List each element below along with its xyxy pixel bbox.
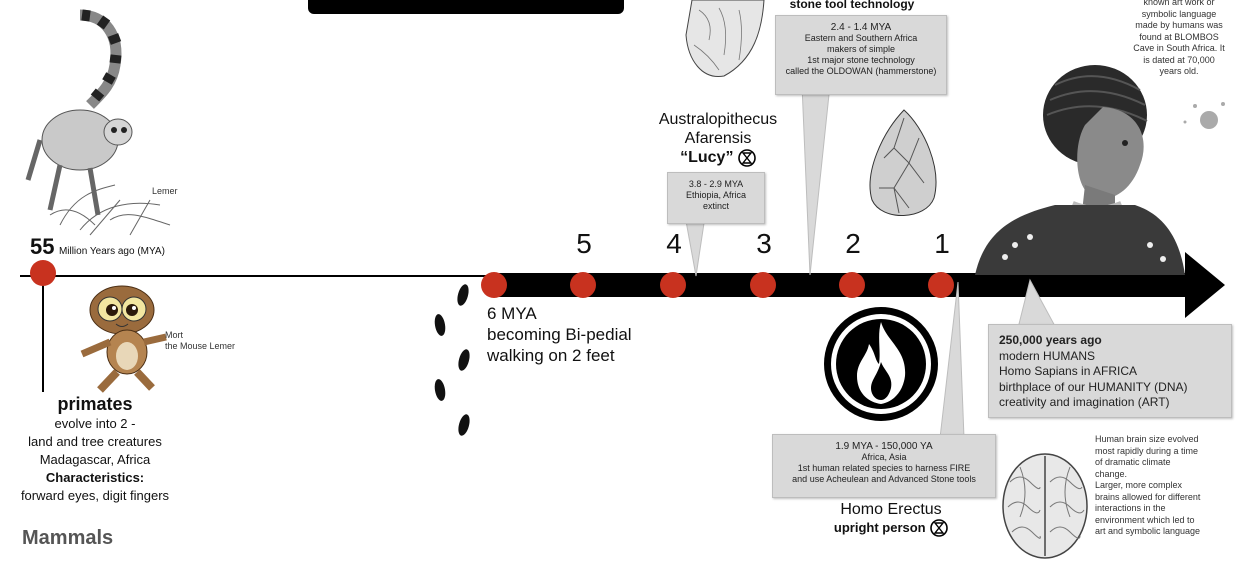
art-note-line: found at BLOMBOS <box>1114 32 1244 44</box>
erectus-name-row: upright person <box>812 519 970 537</box>
fire-callout-pointer <box>936 282 966 438</box>
humans-line: birthplace of our HUMANITY (DNA) <box>999 380 1231 396</box>
footprints-icon <box>428 280 478 450</box>
lucy-callout-line3: extinct <box>668 201 764 212</box>
art-note-line: is dated at 70,000 <box>1114 55 1244 67</box>
art-note: known art work or symbolic language made… <box>1114 0 1244 78</box>
oldowan-line3: makers of simple <box>776 44 946 55</box>
lucy-line2: Afarensis <box>640 129 796 148</box>
lemur-illustration <box>20 10 180 245</box>
brain-note-line: brains allowed for different <box>1095 492 1244 504</box>
milestone-3: 3 <box>751 228 777 260</box>
milestone-2: 2 <box>840 228 866 260</box>
timeline-dot-6 <box>481 272 507 298</box>
brain-note-line: art and symbolic language <box>1095 526 1244 538</box>
humans-line: modern HUMANS <box>999 349 1231 365</box>
primates-line: Madagascar, Africa <box>0 451 190 469</box>
characteristics-title: Characteristics: <box>0 469 190 487</box>
bipedal-block: 6 MYA becoming Bi-pedial walking on 2 fe… <box>487 303 632 366</box>
start-label: 55 Million Years ago (MYA) <box>30 234 165 260</box>
art-note-line: made by humans was <box>1114 20 1244 32</box>
oldowan-callout: 2.4 - 1.4 MYA Eastern and Southern Afric… <box>775 15 947 95</box>
bipedal-line2: becoming Bi-pedial <box>487 324 632 345</box>
bipedal-line1: 6 MYA <box>487 303 632 324</box>
art-note-line: known art work or <box>1114 0 1244 9</box>
lucy-callout-line2: Ethiopia, Africa <box>668 190 764 201</box>
lucy-name-row: “Lucy” <box>640 148 796 167</box>
timeline-dot-2 <box>839 272 865 298</box>
brain-note-line: most rapidly during a time <box>1095 446 1244 458</box>
lucy-callout: 3.8 - 2.9 MYA Ethiopia, Africa extinct <box>667 172 765 224</box>
erectus-line1: Homo Erectus <box>812 501 970 519</box>
milestone-1: 1 <box>929 228 955 260</box>
top-black-box <box>308 0 624 14</box>
fire-line3: 1st human related species to harness FIR… <box>773 463 995 474</box>
bipedal-line3: walking on 2 feet <box>487 345 632 366</box>
mort-label: Mort the Mouse Lemer <box>165 330 235 352</box>
paint-splatter <box>1175 90 1235 140</box>
humans-callout-pointer <box>1010 278 1060 328</box>
primates-line: land and tree creatures <box>0 433 190 451</box>
fire-line4: and use Acheulean and Advanced Stone too… <box>773 474 995 485</box>
lucy-block: Australopithecus Afarensis “Lucy” <box>640 110 796 167</box>
lucy-line1: Australopithecus <box>640 110 796 129</box>
oldowan-callout-pointer <box>800 85 832 280</box>
art-note-line: Cave in South Africa. It <box>1114 43 1244 55</box>
art-note-line: symbolic language <box>1114 9 1244 21</box>
extinct-icon <box>738 149 756 167</box>
milestone-5: 5 <box>571 228 597 260</box>
lucy-name: “Lucy” <box>680 149 733 166</box>
oldowan-line4: 1st major stone technology <box>776 55 946 66</box>
start-number: 55 <box>30 234 54 259</box>
extinct-icon <box>930 519 948 537</box>
brain-note: Human brain size evolved most rapidly du… <box>1095 434 1244 538</box>
handaxe-illustration <box>864 108 944 224</box>
start-unit: Million Years ago (MYA) <box>59 246 165 257</box>
stone-tool-title: stone tool technology <box>772 0 932 11</box>
fire-callout: 1.9 MYA - 150,000 YA Africa, Asia 1st hu… <box>772 434 996 498</box>
erectus-line2: upright person <box>834 520 926 535</box>
oldowan-line5: called the OLDOWAN (hammerstone) <box>776 66 946 77</box>
timeline-thin-line <box>20 275 490 277</box>
timeline-dot-55 <box>30 260 56 286</box>
primates-title: primates <box>0 394 190 415</box>
fire-line2: Africa, Asia <box>773 452 995 463</box>
brain-note-line: environment which led to <box>1095 515 1244 527</box>
humans-title: 250,000 years ago <box>999 333 1231 349</box>
brain-note-line: Human brain size evolved <box>1095 434 1244 446</box>
mort-label-line2: the Mouse Lemer <box>165 341 235 352</box>
brain-note-line: change. <box>1095 469 1244 481</box>
brain-note-line: interactions in the <box>1095 503 1244 515</box>
mort-label-line1: Mort <box>165 330 235 341</box>
fire-icon <box>823 306 939 422</box>
oldowan-line1: 2.4 - 1.4 MYA <box>776 22 946 33</box>
primates-connector <box>42 282 44 392</box>
oldowan-line2: Eastern and Southern Africa <box>776 33 946 44</box>
humans-line: creativity and imagination (ART) <box>999 395 1231 411</box>
erectus-block: Homo Erectus upright person <box>812 501 970 537</box>
mort-illustration <box>72 282 172 394</box>
timeline-dot-3 <box>750 272 776 298</box>
lemur-label: Lemer <box>152 186 178 196</box>
mammals-label: Mammals <box>22 527 113 550</box>
primates-block: primates evolve into 2 - land and tree c… <box>0 394 190 505</box>
lucy-callout-line1: 3.8 - 2.9 MYA <box>668 179 764 190</box>
characteristics-text: forward eyes, digit fingers <box>0 487 190 505</box>
brain-note-line: of dramatic climate <box>1095 457 1244 469</box>
art-note-line: years old. <box>1114 66 1244 78</box>
hammerstone-illustration <box>684 0 774 82</box>
humans-callout: 250,000 years ago modern HUMANS Homo Sap… <box>988 324 1232 418</box>
primates-line: evolve into 2 - <box>0 415 190 433</box>
timeline-dot-5 <box>570 272 596 298</box>
brain-illustration <box>1000 452 1090 560</box>
brain-note-line: Larger, more complex <box>1095 480 1244 492</box>
human-portrait <box>975 55 1185 275</box>
fire-line1: 1.9 MYA - 150,000 YA <box>773 441 995 452</box>
humans-line: Homo Sapians in AFRICA <box>999 364 1231 380</box>
